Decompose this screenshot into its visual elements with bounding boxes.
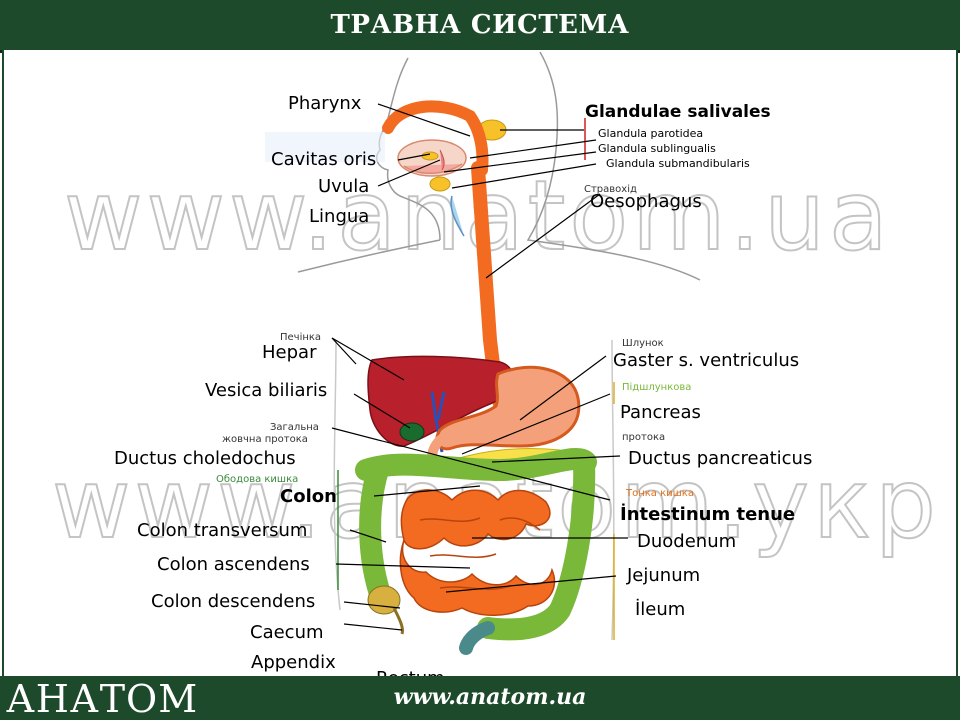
- label-glandula-parotidea: Glandula parotidea: [598, 127, 704, 140]
- underlay-obodova-kyshka: Ободова кишка: [216, 474, 299, 485]
- uvula-shape: [439, 149, 445, 171]
- small-intestine-shape: [399, 489, 556, 616]
- anatom-logo: АНАТОМ: [6, 677, 199, 721]
- label-glandula-submandibularis: Glandula submandibularis: [606, 157, 750, 170]
- tongue: [403, 163, 463, 174]
- gallbladder-shape: [399, 422, 425, 442]
- label-glandula-sublingualis: Glandula sublingualis: [598, 142, 716, 155]
- descending-colon-shape: [477, 451, 596, 641]
- label-oesophagus: Oesophagus: [590, 191, 702, 212]
- ascending-colon-shape: [359, 459, 393, 611]
- label-ductus-choledochus: Ductus choledochus: [114, 448, 296, 469]
- label-appendix: Appendix: [251, 652, 336, 673]
- label-intestinum-tenue: İntestinum tenue: [620, 504, 796, 525]
- label-hepar: Hepar: [262, 342, 317, 363]
- leader-pancreas: [461, 393, 611, 455]
- leader-hepar: [331, 337, 405, 381]
- label-jejunum: Jejunum: [627, 565, 701, 586]
- leader-hepar-2: [331, 337, 357, 365]
- leader-vesica: [353, 393, 411, 429]
- leader-lines: [331, 103, 628, 631]
- footer-bar: [0, 676, 960, 720]
- underlay-stravokhid: Стравохід: [584, 184, 637, 195]
- underlay-patch-left-top: [265, 132, 385, 162]
- leader-pancreaticus: [491, 455, 621, 463]
- label-cavitas-oris: Cavitas oris: [271, 149, 377, 170]
- label-ileum: İleum: [635, 599, 686, 620]
- leader-pharynx: [377, 103, 471, 137]
- leader-gaster: [519, 355, 607, 421]
- leader-cavitas: [397, 153, 431, 161]
- label-colon-ascendens: Colon ascendens: [157, 554, 310, 575]
- label-vesica-biliaris: Vesica biliaris: [205, 380, 328, 401]
- label-lingua: Lingua: [309, 206, 370, 227]
- leader-caecum: [343, 623, 403, 631]
- underlay-pidshlunkova: Підшлункова: [622, 382, 692, 393]
- pharynx-shape: [382, 100, 489, 176]
- submandibular-gland: [429, 176, 451, 192]
- underlay-zagalna: Загальна: [270, 422, 319, 433]
- leader-choledochus: [331, 427, 611, 501]
- leader-transversum: [349, 529, 387, 543]
- label-uvula: Uvula: [318, 176, 370, 197]
- leader-parotidea: [469, 139, 597, 159]
- label-colon: Colon: [280, 486, 337, 507]
- leader-uvula: [377, 159, 441, 187]
- neck-outline: [526, 51, 701, 281]
- leader-ascendens: [335, 563, 471, 569]
- label-glandulae-salivales: Glandulae salivales: [585, 102, 771, 122]
- rectum-shape: [459, 621, 495, 655]
- label-caecum: Caecum: [250, 622, 324, 643]
- underlay-pechinka: Печінка: [280, 332, 322, 343]
- underlay-shlunok: Шлунок: [622, 338, 664, 349]
- leader-jejunum: [445, 575, 617, 593]
- label-colon-descendens: Colon descendens: [151, 591, 316, 612]
- label-ductus-pancreaticus: Ductus pancreaticus: [628, 448, 813, 469]
- label-duodenum: Duodenum: [637, 531, 737, 552]
- page-title: ТРАВНА СИСТЕМА: [330, 10, 630, 40]
- leader-sublingualis: [443, 151, 597, 173]
- leader-descendens: [343, 601, 401, 609]
- leader-oesophagus: [485, 193, 601, 279]
- small-intestine-folds: [419, 517, 541, 590]
- footer-url[interactable]: www.anatom.ua: [393, 684, 587, 710]
- underlay-zhovchna-protoka: жовчна протока: [222, 434, 308, 445]
- shoulder-outline: [297, 239, 441, 273]
- appendix-shape: [392, 607, 404, 635]
- torso-left-outline: [333, 339, 341, 611]
- label-gaster: Gaster s. ventriculus: [613, 350, 800, 371]
- underlay-tonka-kyshka: Тонка кишка: [626, 488, 694, 499]
- label-pharynx: Pharynx: [288, 93, 362, 114]
- transverse-colon-shape: [355, 448, 597, 482]
- label-colon-transversum: Colon transversum: [137, 520, 308, 541]
- underlay-protoka: протока: [622, 432, 666, 443]
- sublingual-gland: [421, 151, 439, 161]
- torso-right-outline: [611, 339, 615, 641]
- epiglottis: [450, 195, 465, 237]
- leader-colon: [373, 485, 481, 497]
- head-outline: [376, 57, 441, 241]
- stomach-shape: [435, 365, 581, 451]
- label-pancreas: Pancreas: [620, 402, 701, 423]
- leader-submandibularis: [451, 163, 597, 189]
